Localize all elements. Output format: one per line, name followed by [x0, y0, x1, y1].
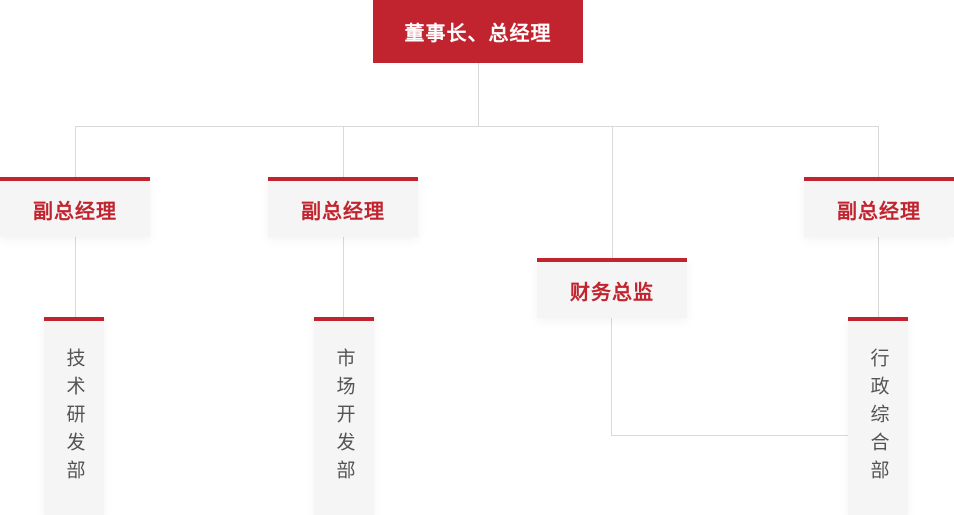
- node-deputy-general-manager-1: 副总经理: [0, 177, 150, 237]
- node-deputy-general-manager-3-label: 副总经理: [837, 200, 921, 223]
- node-deputy-general-manager-2: 副总经理: [268, 177, 418, 237]
- connector-finance-director-horizontal: [611, 435, 848, 436]
- connector-main-horizontal: [75, 126, 879, 127]
- node-tech-rd-department-label: 技术研发部: [63, 348, 85, 488]
- node-finance-director-label: 财务总监: [570, 281, 654, 304]
- node-deputy-general-manager-1-label: 副总经理: [33, 200, 117, 223]
- node-chairman-general-manager-label: 董事长、总经理: [404, 23, 552, 45]
- connector-deputy-gm-1-to-tech-rd: [75, 237, 76, 317]
- connector-drop-deputy-gm-3: [878, 126, 879, 177]
- node-finance-director: 财务总监: [537, 258, 687, 318]
- node-market-dev-department: 市场开发部: [314, 317, 374, 515]
- node-deputy-general-manager-2-label: 副总经理: [301, 200, 385, 223]
- node-tech-rd-department: 技术研发部: [44, 317, 104, 515]
- connector-deputy-gm-2-to-market-dev: [343, 237, 344, 317]
- node-deputy-general-manager-3: 副总经理: [804, 177, 954, 237]
- connector-drop-deputy-gm-1: [75, 126, 76, 177]
- node-market-dev-department-label: 市场开发部: [333, 348, 355, 488]
- connector-finance-director-down: [611, 318, 612, 435]
- connector-deputy-gm-3-to-admin: [878, 237, 879, 317]
- connector-drop-deputy-gm-2: [343, 126, 344, 177]
- node-admin-general-department-label: 行政综合部: [867, 348, 889, 488]
- connector-root-trunk: [478, 63, 479, 127]
- node-admin-general-department: 行政综合部: [848, 317, 908, 515]
- connector-drop-finance-director: [612, 126, 613, 258]
- node-chairman-general-manager: 董事长、总经理: [373, 0, 583, 63]
